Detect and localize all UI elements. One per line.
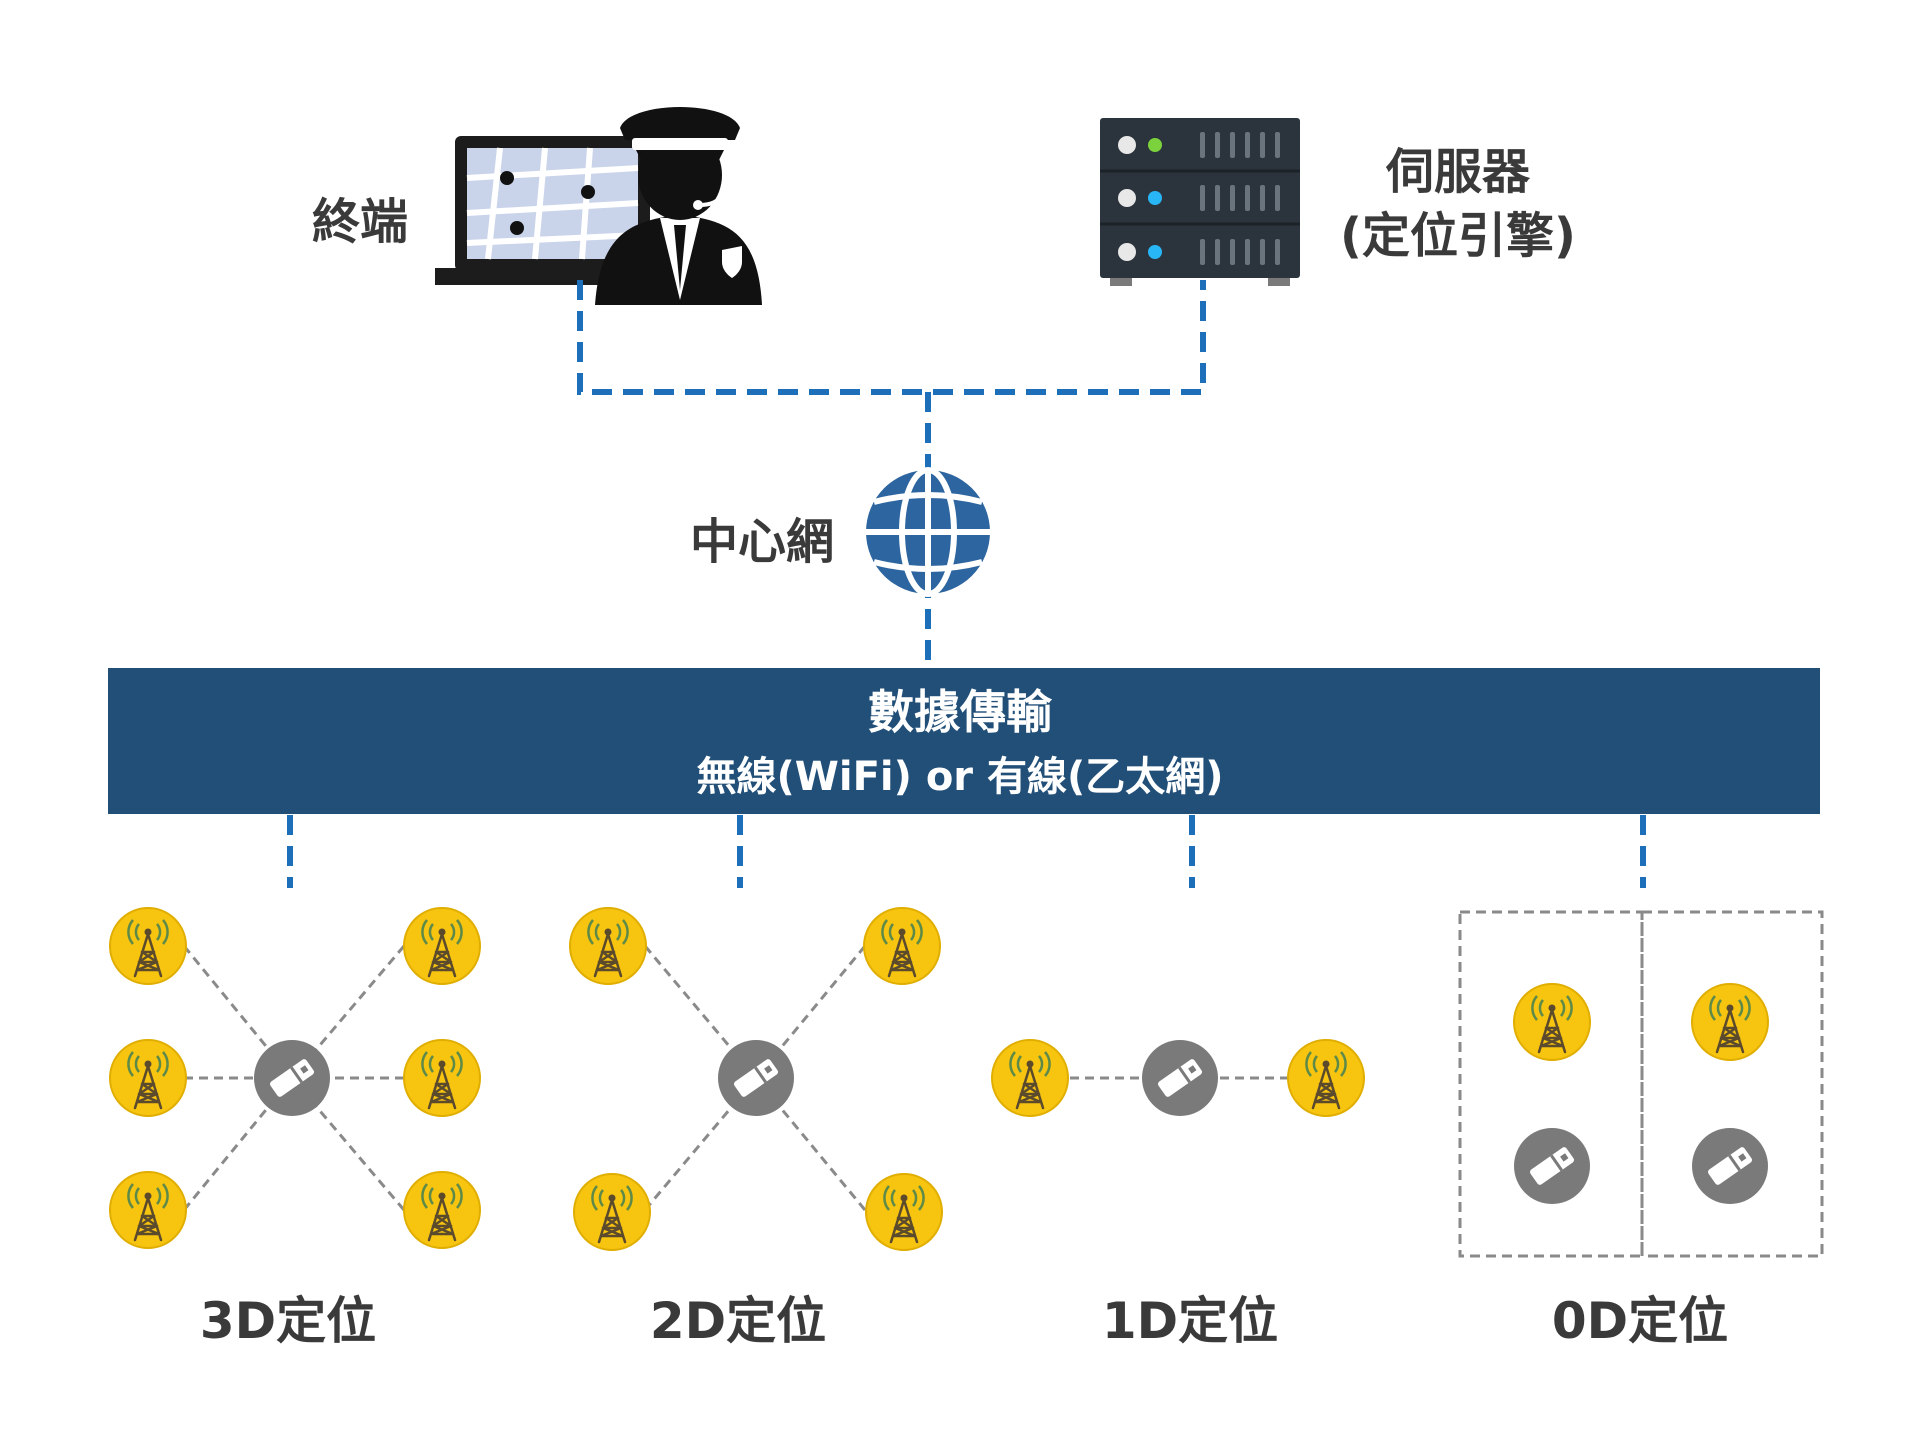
anchor-icon: [402, 906, 482, 986]
tag-icon: [718, 1040, 794, 1116]
terminal-label: 終端: [312, 194, 408, 250]
tag-icon: [1692, 1128, 1768, 1204]
anchor-icon: [402, 1038, 482, 1118]
mode-3d-group: 3D定位: [108, 906, 482, 1350]
globe-icon: [866, 467, 990, 597]
anchor-icon: [568, 906, 648, 986]
tag-icon: [1142, 1040, 1218, 1116]
bar-subtitle: 無線(WiFi) or 有線(乙太網): [696, 754, 1223, 800]
anchor-icon: [1690, 982, 1770, 1062]
anchor-icon: [1512, 982, 1592, 1062]
mode-1d-group: 1D定位: [990, 1038, 1366, 1350]
mode-0d-group: 0D定位: [1458, 910, 1824, 1350]
anchor-icon: [108, 906, 188, 986]
tag-icon: [1514, 1128, 1590, 1204]
mode-2d-group: 2D定位: [568, 906, 944, 1350]
anchor-icon: [402, 1170, 482, 1250]
anchor-icon: [862, 906, 942, 986]
anchor-icon: [108, 1038, 188, 1118]
mode-3d-label: 3D定位: [200, 1292, 376, 1350]
server-label-line1: 伺服器: [1385, 144, 1531, 200]
anchor-icon: [1286, 1038, 1366, 1118]
tag-icon: [254, 1040, 330, 1116]
bar-title: 數據傳輸: [868, 685, 1053, 739]
anchor-icon: [864, 1172, 944, 1252]
network-label: 中心網: [690, 514, 834, 570]
security-guard-icon: [595, 107, 762, 305]
server-rack-icon: [1100, 118, 1300, 286]
zone-box-left: [1458, 910, 1644, 1258]
zone-box-right: [1640, 910, 1824, 1258]
mode-2d-label: 2D定位: [650, 1292, 826, 1350]
anchor-icon: [108, 1170, 188, 1250]
anchor-icon: [572, 1172, 652, 1252]
mode-0d-label: 0D定位: [1552, 1292, 1728, 1350]
server-label-line2: (定位引擎): [1340, 208, 1576, 264]
anchor-icon: [990, 1038, 1070, 1118]
mode-1d-label: 1D定位: [1102, 1292, 1278, 1350]
data-transmission-bar: 數據傳輸 無線(WiFi) or 有線(乙太網): [108, 668, 1820, 814]
